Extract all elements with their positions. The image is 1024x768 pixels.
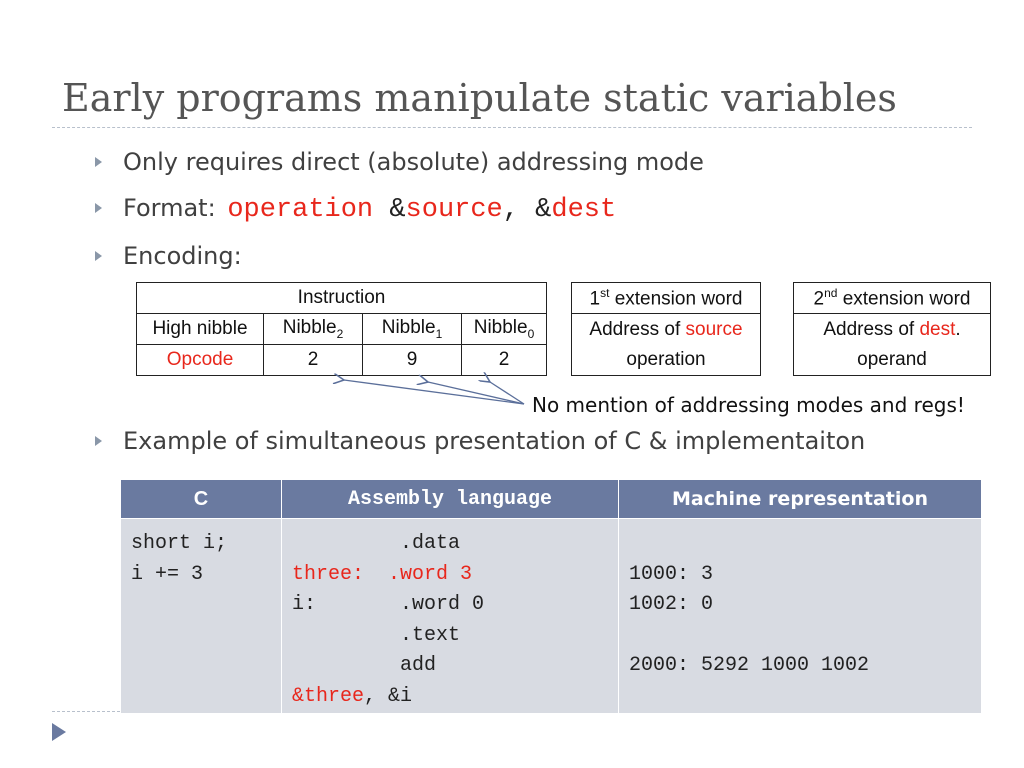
bullet-triangle-icon [95, 157, 102, 167]
title-divider [52, 127, 972, 128]
assembly-cell: .data three: .word 3 i: .word 0 .text ad… [281, 518, 619, 714]
header-assembly: Assembly language [281, 479, 619, 519]
ext1-line2: operation [571, 345, 761, 376]
instruction-header: Instruction [136, 282, 547, 314]
arrow-to-nibble-1 [428, 382, 525, 405]
format-comma: , [502, 195, 536, 225]
ext1-header: 1st extension word [571, 282, 761, 314]
format-source: source [405, 195, 503, 225]
field-nibble-1: Nibble1 [362, 313, 462, 345]
value-nibble-1: 9 [362, 344, 462, 376]
format-amp: & [535, 195, 552, 225]
example-table: C Assembly language Machine representati… [120, 479, 982, 714]
bullet-text: Example of simultaneous presentation of … [123, 427, 866, 455]
bullet-triangle-icon [95, 251, 102, 261]
ext2-line2: operand [793, 345, 991, 376]
value-opcode: Opcode [136, 344, 264, 376]
example-header-row: C Assembly language Machine representati… [120, 479, 982, 519]
instruction-table: Instruction High nibble Nibble2 Nibble1 … [136, 282, 547, 376]
header-c: C [120, 479, 282, 519]
footer-divider [52, 711, 120, 712]
ext1-line1: Address of source [571, 313, 761, 345]
bullet-triangle-icon [95, 203, 102, 213]
format-dest: dest [551, 195, 617, 225]
c-code-cell: short i; i += 3 [120, 518, 282, 714]
format-label: Format: [123, 194, 216, 222]
slide-title: Early programs manipulate static variabl… [62, 76, 897, 120]
arrow-to-nibble-2 [344, 380, 525, 405]
bullet-text: Only requires direct (absolute) addressi… [123, 148, 704, 176]
extension-word-2-table: 2nd extension word Address of dest. oper… [793, 282, 991, 376]
arrow-to-nibble-0 [490, 382, 525, 405]
bullet-text: Encoding: [123, 242, 242, 270]
bullet-triangle-icon [95, 436, 102, 446]
format-code: operation &source, &dest [227, 195, 616, 225]
ext2-line1: Address of dest. [793, 313, 991, 345]
machine-cell: 1000: 3 1002: 0 2000: 5292 1000 1002 [618, 518, 982, 714]
bullet-text: Format: operation &source, &dest [123, 194, 616, 225]
extension-word-1-table: 1st extension word Address of source ope… [571, 282, 761, 376]
slide-marker-icon [52, 723, 66, 741]
example-row: short i; i += 3 .data three: .word 3 i: … [120, 518, 982, 714]
field-nibble-0: Nibble0 [461, 313, 547, 345]
ext2-header: 2nd extension word [793, 282, 991, 314]
field-high-nibble: High nibble [136, 313, 264, 345]
format-amp: & [389, 195, 406, 225]
field-nibble-2: Nibble2 [263, 313, 363, 345]
callout-note: No mention of addressing modes and regs! [532, 393, 965, 417]
header-machine: Machine representation [618, 479, 982, 519]
value-nibble-0: 2 [461, 344, 547, 376]
format-operation: operation [227, 195, 374, 225]
